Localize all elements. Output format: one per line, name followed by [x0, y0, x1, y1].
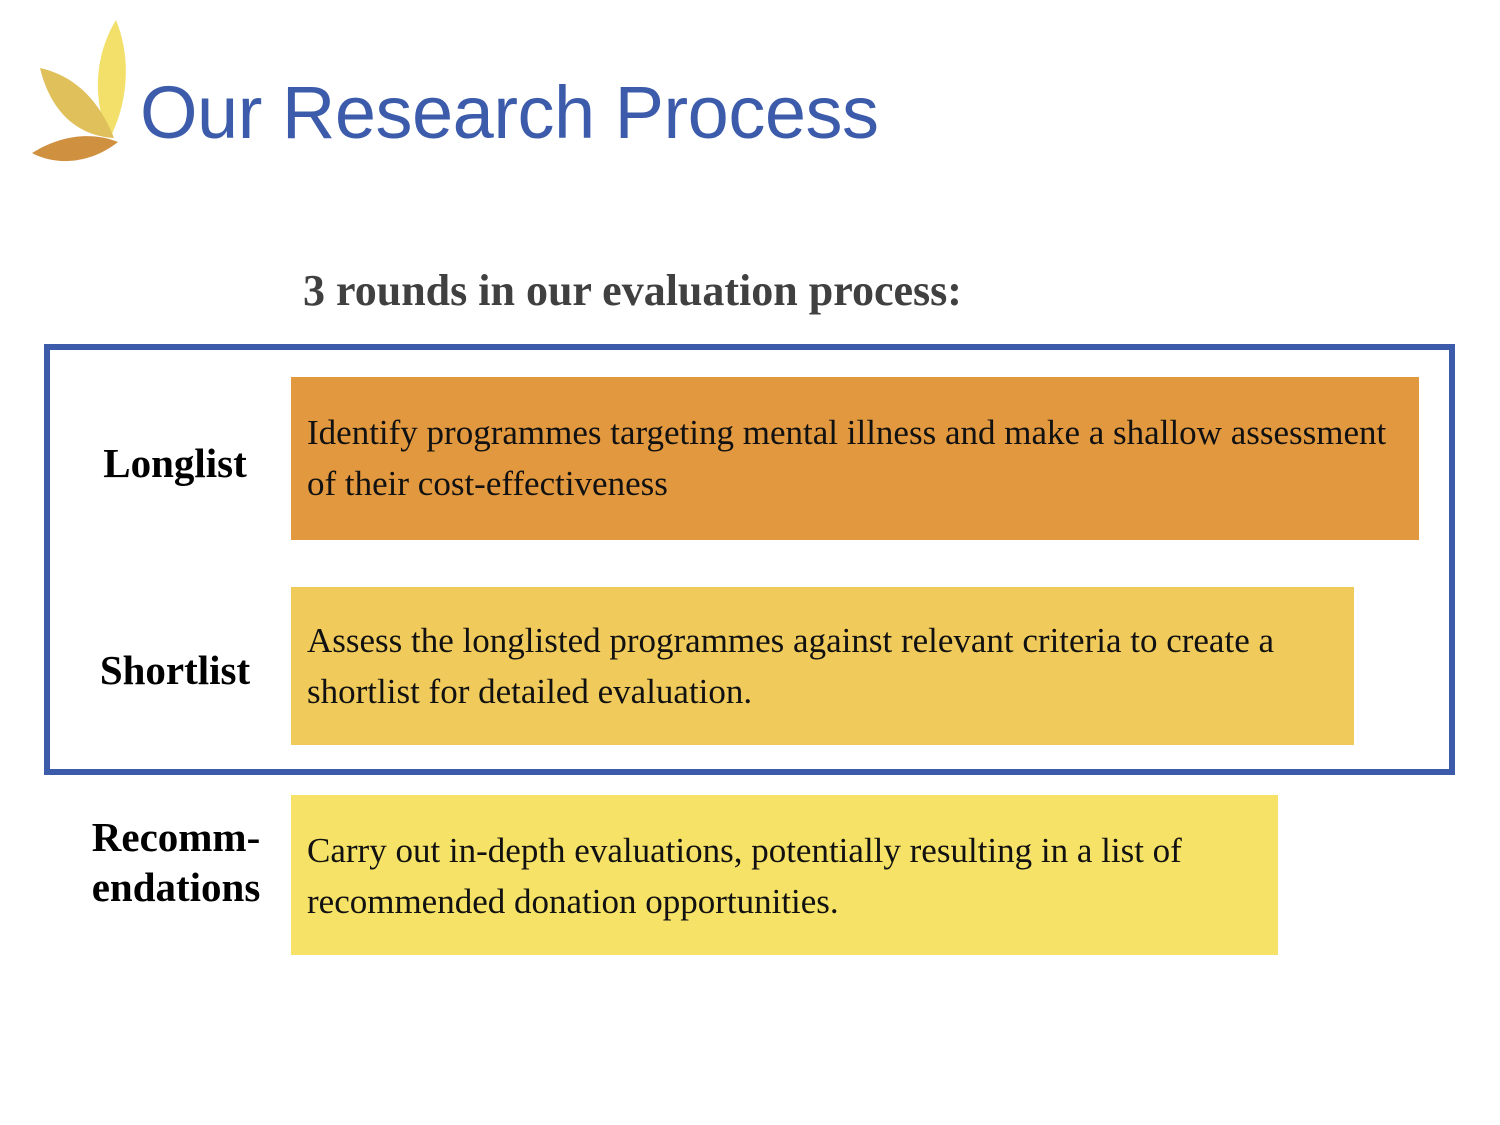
stage-description-shortlist: Assess the longlisted programmes against… — [307, 621, 1275, 712]
stage-bar-longlist — [291, 377, 1419, 540]
slide-header: Our Research Process — [0, 0, 1500, 200]
stage-description-longlist: Identify programmes targeting mental ill… — [307, 413, 1387, 504]
stage-label-recommendations-line1: Recomm- — [91, 814, 261, 860]
stage-description-recommendations: Carry out in-depth evaluations, potentia… — [307, 831, 1182, 922]
stage-label-longlist: Longlist — [103, 440, 247, 486]
stage-label-shortlist: Shortlist — [99, 647, 251, 693]
stage-bar-shortlist — [291, 587, 1354, 745]
subtitle-heading: 3 rounds in our evaluation process: — [303, 266, 962, 315]
stage-label-recommendations-line2: endations — [91, 864, 261, 911]
stage-label-recommendations: Recomm- endations — [56, 812, 296, 912]
page-title: Our Research Process — [140, 71, 879, 154]
three-leaf-logo-icon — [18, 12, 148, 172]
stage-bar-recommendations — [291, 795, 1278, 955]
evaluation-rounds-group-box — [44, 344, 1455, 775]
